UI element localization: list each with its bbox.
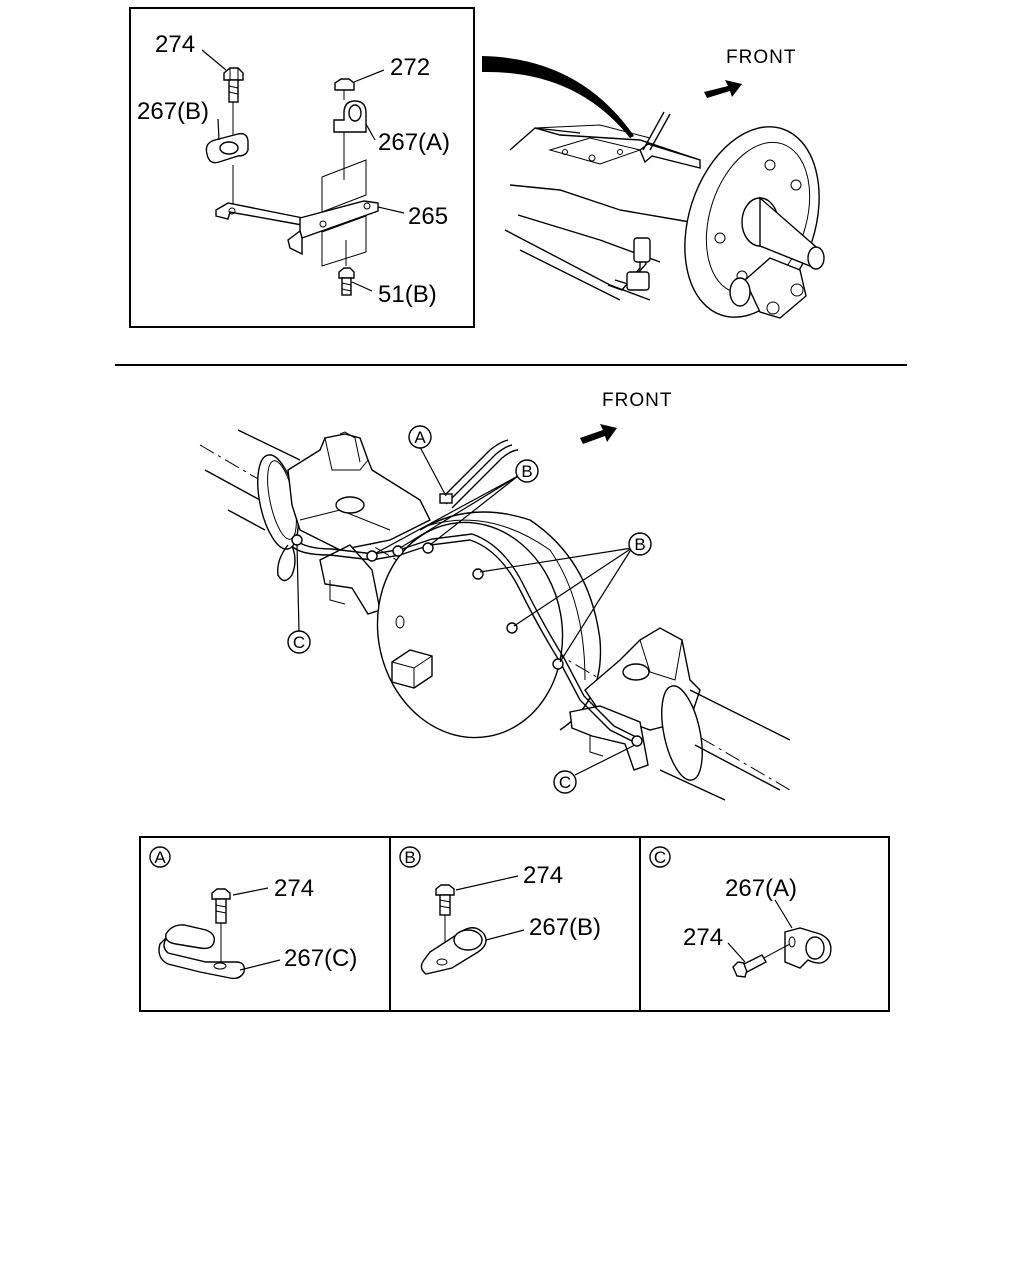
clip-b-4 <box>472 568 484 580</box>
clip-b-2 <box>392 545 404 557</box>
detail-frame <box>129 7 475 328</box>
detail-a-tag: A <box>154 848 166 867</box>
detail-panel-b: B 274 267(B) <box>399 846 601 975</box>
callout-b-right-text: B <box>634 535 645 554</box>
detail-panels-frame <box>139 836 890 1012</box>
label-267a: 267(A) <box>378 129 450 156</box>
detail-panels: A 274 267(C) B <box>139 836 890 1012</box>
label-267b: 267(B) <box>137 98 209 125</box>
clip-c-left <box>291 534 303 546</box>
callout-c-right: C <box>553 770 577 794</box>
detail-c-bolt-label: 274 <box>683 924 723 951</box>
top-exploded-detail: 274 267(B) 272 267(A) 265 51(B) <box>129 7 475 328</box>
clip-b-3 <box>422 542 434 554</box>
detail-b-bolt-label: 274 <box>523 862 563 889</box>
bracket-265-part <box>215 159 379 267</box>
nut-272-part <box>334 78 355 100</box>
detail-b-tag: B <box>404 848 415 867</box>
front-arrow-main-icon <box>580 424 617 444</box>
detail-b-clip-label: 267(B) <box>529 914 601 941</box>
detail-panel-c: C 267(A) 274 <box>649 846 832 978</box>
clip-c-right <box>631 735 643 747</box>
stud-51b-part <box>338 240 355 296</box>
callout-c-right-text: C <box>559 773 571 792</box>
detail-c-tag: C <box>654 848 666 867</box>
detail-panel-a: A 274 267(C) <box>149 846 357 980</box>
detail-pointer-arrow <box>482 56 634 138</box>
callout-b-right: B <box>628 532 652 556</box>
clip-267b-part <box>205 132 249 205</box>
clip-b-1 <box>366 550 378 562</box>
bolt-274-part <box>223 67 244 135</box>
label-265: 265 <box>408 203 448 230</box>
detail-a-clip-label: 267(C) <box>284 945 357 972</box>
callout-a-text: A <box>414 428 426 447</box>
front-label-main: FRONT <box>602 390 672 411</box>
rear-axle-main-view: FRONT <box>199 390 791 801</box>
detail-c-clip-label: 267(A) <box>725 875 797 902</box>
detail-a-bolt-label: 274 <box>274 875 314 902</box>
callout-a: A <box>408 425 432 449</box>
callout-c-left-text: C <box>293 633 305 652</box>
axle-end-view: FRONT <box>504 47 825 319</box>
front-arrow-icon <box>704 80 742 98</box>
front-label-top: FRONT <box>726 47 796 68</box>
callout-b-upper-text: B <box>521 462 532 481</box>
callout-c-left: C <box>287 630 311 654</box>
label-51b: 51(B) <box>378 281 437 308</box>
clip-a <box>439 493 453 504</box>
label-272: 272 <box>390 54 430 81</box>
clip-267a-part <box>333 100 367 160</box>
label-274: 274 <box>155 31 195 58</box>
callout-b-upper: B <box>515 459 539 483</box>
